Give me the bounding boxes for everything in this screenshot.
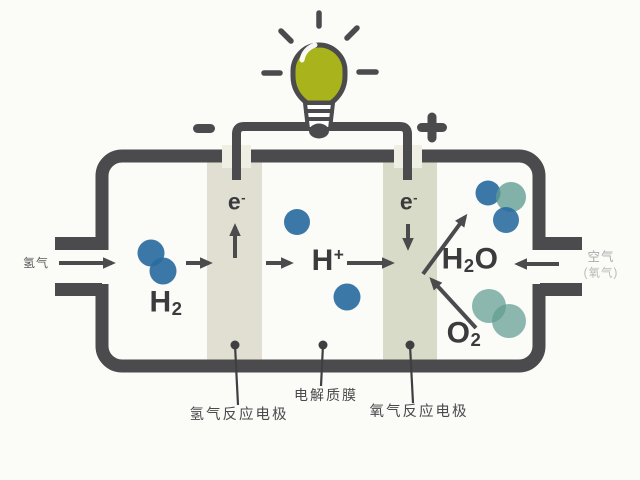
o2-molecule: [472, 289, 526, 338]
h-plus-label: H+: [312, 246, 345, 276]
negative-terminal-sign: [193, 124, 215, 133]
electron-sup: -: [241, 190, 247, 206]
positive-terminal-sign: [417, 112, 447, 143]
electron-label-left: e-: [227, 188, 247, 215]
h2-molecule: [137, 239, 177, 285]
h2o-pre: H: [441, 242, 464, 276]
h-plus-sup: +: [333, 244, 345, 265]
h2o-post: O: [474, 242, 499, 276]
o2-sub: 2: [470, 328, 482, 350]
h2o-sub: 2: [463, 254, 475, 276]
leader-line-membrane: [318, 340, 328, 387]
electron-base: e: [399, 188, 414, 215]
o2-to-reaction-arrow: [429, 277, 478, 330]
h-plus-base: H: [311, 244, 334, 277]
electron-label-right: e-: [399, 188, 419, 215]
leader-line-right-electrode: [405, 340, 415, 404]
h2-base: H: [149, 285, 172, 319]
o2-label: O2: [446, 316, 482, 350]
reaction-to-h2o-arrow: [421, 213, 468, 276]
hydrogen-inlet-label: 氢气: [22, 256, 50, 270]
h2o-molecule: [475, 180, 526, 233]
air-inlet-sublabel: (氧气): [583, 267, 619, 280]
oxygen-electrode-bar: [383, 156, 437, 363]
membrane-caption: 电解质膜: [294, 387, 358, 403]
h2-label: H2: [149, 285, 183, 319]
h-plus-ion-lower: [333, 283, 361, 311]
hydrogen-electrode-bar: [207, 156, 262, 363]
h-plus-ion-upper: [284, 209, 310, 235]
leader-line-left-electrode: [230, 340, 240, 406]
h2o-label: H2O: [441, 242, 499, 276]
air-inlet-pipe: [540, 237, 582, 296]
air-inlet-label: 空气: [587, 249, 615, 264]
right-electrode-caption: 氧气反应电极: [369, 403, 469, 420]
electron-base: e: [227, 188, 242, 215]
o2-base: O: [446, 316, 471, 350]
bulb-rays: [261, 10, 379, 76]
h2-sub: 2: [171, 297, 183, 319]
light-bulb-icon: [261, 10, 379, 139]
electron-sup: -: [413, 190, 419, 206]
left-electrode-caption: 氢气反应电极: [189, 406, 289, 423]
hydrogen-inlet-pipe: [55, 237, 102, 296]
